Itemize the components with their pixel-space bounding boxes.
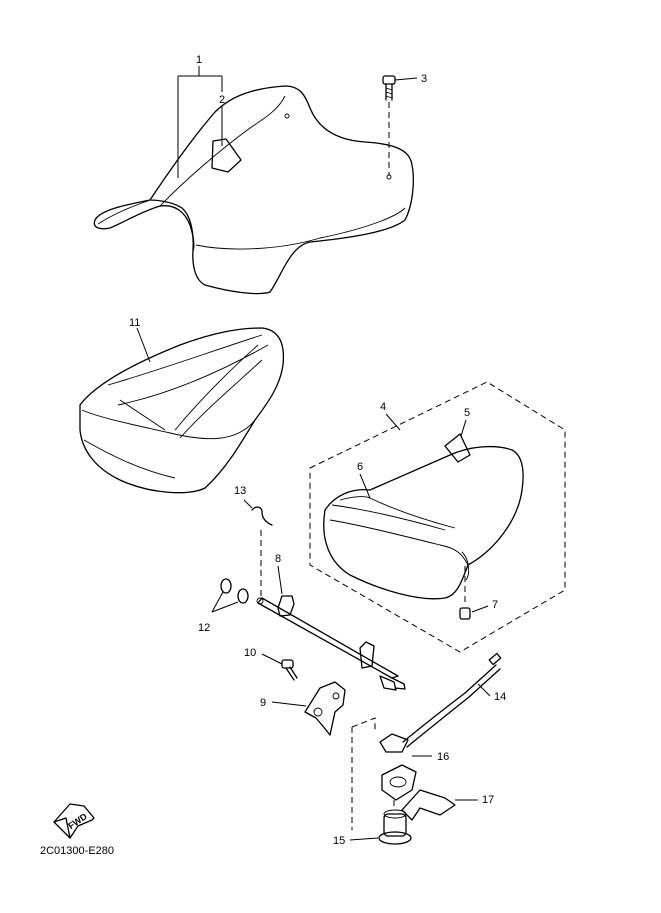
callout-15: 15 — [333, 835, 345, 847]
damper-part-7 — [459, 607, 471, 620]
collar-part-12b — [237, 588, 249, 604]
lock-cylinder — [349, 717, 478, 845]
cylinder-part-15 — [383, 813, 407, 837]
clip-part-13 — [251, 506, 273, 526]
collar-part-12a — [220, 578, 232, 594]
fwd-label: FWD — [66, 811, 89, 831]
cable-part-14 — [379, 652, 502, 753]
rider-seat — [93, 85, 414, 295]
seat-cowl-part-6 — [323, 445, 524, 600]
passenger-seat-part-11 — [79, 327, 285, 494]
callout-9: 9 — [260, 697, 266, 709]
callout-1: 1 — [196, 54, 202, 66]
callout-12: 12 — [198, 622, 210, 634]
callout-11: 11 — [129, 317, 140, 329]
lock-mechanism — [211, 499, 406, 736]
bolt-part-3 — [382, 75, 396, 175]
callout-5: 5 — [464, 407, 470, 419]
cowl-patch-part-5 — [444, 433, 471, 463]
callout-17: 17 — [482, 794, 494, 806]
callout-13: 13 — [234, 485, 246, 497]
bracket-part-8 — [277, 595, 295, 617]
seat-patch-part-2 — [211, 138, 242, 173]
callout-7: 7 — [492, 599, 498, 611]
leaders-top — [177, 66, 418, 178]
callout-16: 16 — [437, 751, 449, 763]
callout-2: 2 — [219, 94, 225, 106]
bracket-part-17 — [401, 789, 456, 821]
callout-4: 4 — [380, 401, 386, 413]
callout-14: 14 — [494, 691, 506, 703]
lever-part-9 — [304, 681, 346, 736]
seat-cowl-assembly-part-4 — [309, 381, 566, 653]
fwd-arrow-icon: FWD — [53, 803, 95, 839]
callouts: 1 2 3 4 5 6 7 8 9 10 11 12 13 14 15 16 1… — [129, 54, 506, 847]
callout-8: 8 — [275, 553, 281, 565]
callout-3: 3 — [421, 73, 427, 85]
plate-part-16 — [381, 764, 417, 801]
callout-10: 10 — [244, 647, 256, 659]
reference-code: 2C01300-E280 — [40, 845, 114, 857]
callout-6: 6 — [357, 461, 363, 473]
bolt-part-10 — [281, 659, 294, 669]
